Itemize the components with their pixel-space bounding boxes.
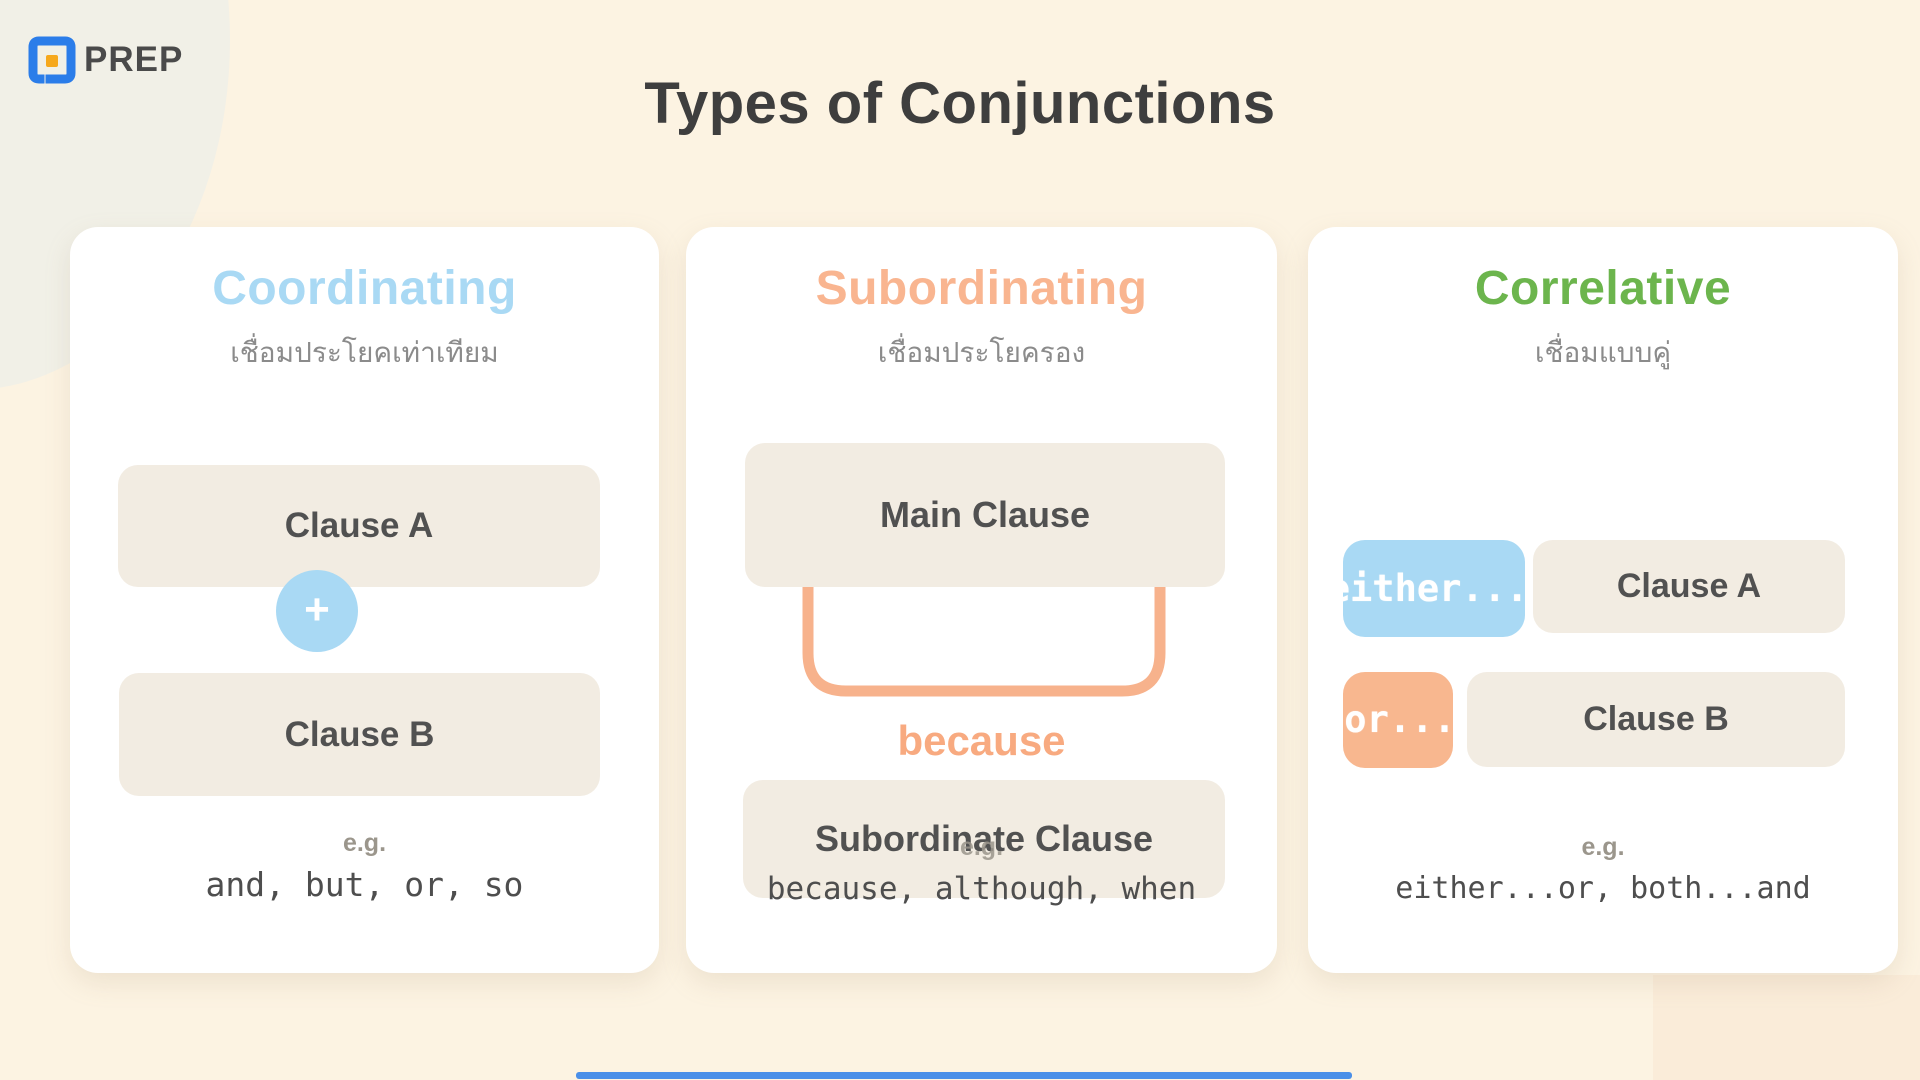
correlative-examples: either...or, both...and: [1395, 871, 1811, 906]
clause-a-label: Clause A: [284, 506, 434, 545]
bottom-progress-bar: [576, 1072, 1352, 1079]
or-chip: [1343, 672, 1453, 768]
coordinating-title: Coordinating: [212, 262, 517, 315]
prep-logo-text: PREP: [84, 40, 184, 79]
clause-b-label: Clause B: [284, 715, 435, 754]
subordinate-clause-box: Subordinate Clause: [743, 780, 1225, 898]
subordinating-thai-subtitle: เชื่อมประโยครอง: [877, 337, 1086, 368]
correlative-thai-subtitle: เชื่อมแบบคู่: [1534, 337, 1672, 368]
clause-b-box: Clause B: [119, 673, 600, 796]
coordinating-examples: and, but, or, so: [205, 865, 524, 904]
correlative-clause-b-box: Clause B: [1467, 672, 1845, 767]
either-chip-label: either...: [1327, 567, 1529, 610]
main-clause-box: Main Clause: [745, 443, 1225, 587]
coordinating-thai-subtitle: เชื่อมประโยคเท่าเทียม: [230, 337, 499, 368]
because-connector-label: because: [897, 717, 1066, 764]
correlative-clause-b-label: Clause B: [1583, 700, 1729, 738]
page-title: Types of Conjunctions: [644, 71, 1276, 136]
plus-symbol: +: [304, 585, 330, 634]
or-chip-label: or...: [1344, 698, 1456, 741]
plus-icon: +: [276, 570, 358, 652]
subordinate-clause-label: Subordinate Clause: [814, 818, 1154, 859]
prep-logo: PREP: [28, 36, 183, 84]
correlative-eg-label: e.g.: [1581, 833, 1625, 861]
card-subordinating: Subordinating เชื่อมประโยครอง Main Claus…: [686, 227, 1277, 973]
either-chip: [1343, 540, 1525, 637]
subordinating-eg-label: e.g.: [959, 833, 1004, 861]
prep-logo-icon: [28, 36, 76, 84]
decorative-corner-rect: [1653, 975, 1920, 1080]
coordinating-eg-label: e.g.: [342, 829, 387, 857]
correlative-title: Correlative: [1474, 262, 1732, 315]
main-clause-label: Main Clause: [879, 494, 1091, 535]
card-coordinating: Coordinating เชื่อมประโยคเท่าเทียม Claus…: [70, 227, 659, 973]
correlative-clause-a-label: Clause A: [1616, 567, 1762, 605]
bracket-icon: [800, 581, 1168, 707]
clause-a-box: Clause A: [118, 465, 600, 587]
subordinating-examples: because, although, when: [766, 871, 1197, 907]
card-correlative: Correlative เชื่อมแบบคู่ either... Claus…: [1308, 227, 1898, 973]
correlative-clause-a-box: Clause A: [1533, 540, 1845, 633]
subordinating-title: Subordinating: [815, 262, 1148, 315]
